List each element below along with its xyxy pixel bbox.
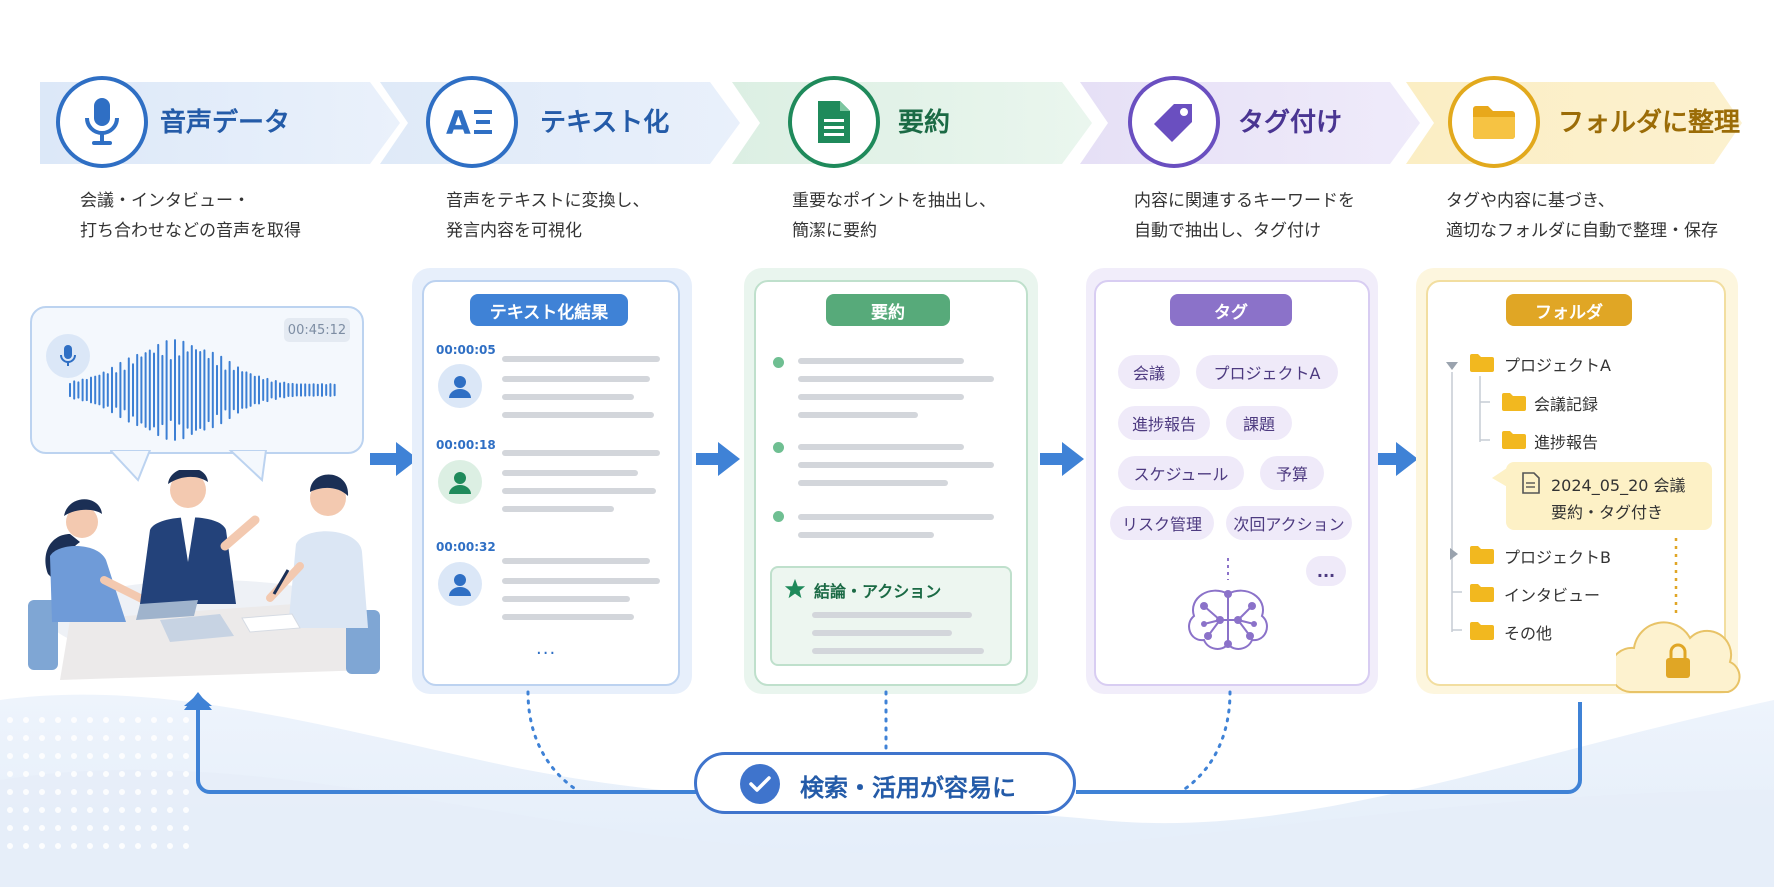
audio-waveform (69, 339, 336, 441)
folder-icon (1502, 393, 1526, 411)
folder-other[interactable]: その他 (1504, 624, 1553, 643)
file-card[interactable] (1506, 462, 1712, 530)
tag-chip[interactable]: 次回アクション (1226, 506, 1352, 540)
folders-header: フォルダ (1506, 294, 1632, 326)
step-5-description: タグや内容に基づき、適切なフォルダに自動で整理・保存 (1446, 191, 1718, 241)
star-icon (784, 578, 806, 599)
step-4-title: タグ付け (1238, 108, 1343, 138)
tag-chip[interactable]: 進捗報告 (1118, 406, 1210, 440)
tag-chip[interactable]: リスク管理 (1110, 506, 1214, 540)
svg-text:A: A (446, 104, 471, 142)
folder-project-b[interactable]: プロジェクトB (1504, 548, 1611, 567)
step-1-description: 会議・インタビュー・打ち合わせなどの音声を取得 (80, 191, 301, 241)
folder-icon (1470, 622, 1494, 640)
flow-arrow-4 (1374, 442, 1418, 476)
step-4-description: 内容に関連するキーワードを自動で抽出し、タグ付け (1134, 191, 1355, 241)
document-icon (1522, 472, 1540, 494)
flow-arrow-1 (370, 442, 418, 476)
file-name: 2024_05_20 会議 (1551, 476, 1686, 495)
meeting-illustration (28, 470, 380, 680)
folder-interview[interactable]: インタビュー (1504, 586, 1601, 605)
cloud-lock-icon (1616, 538, 1741, 693)
flow-arrow-2 (696, 442, 740, 476)
transcript-header: テキスト化結果 (470, 294, 628, 326)
folder-progress-report[interactable]: 進捗報告 (1534, 433, 1599, 452)
conclusion-label: 結論・アクション (814, 582, 942, 601)
bubble-tails (110, 450, 268, 482)
folder-icon (1470, 584, 1494, 602)
tag-more[interactable]: ... (1306, 556, 1346, 586)
file-meta: 要約・タグ付き (1551, 503, 1664, 522)
microphone-icon (56, 76, 148, 168)
folder-meeting-records[interactable]: 会議記録 (1534, 395, 1599, 414)
text-recognition-icon: A (426, 76, 518, 168)
folder-icon (1448, 76, 1540, 168)
flow-arrow-3 (1040, 442, 1084, 476)
feedback-arrow-head (184, 692, 212, 710)
step-1-title: 音声データ (160, 108, 291, 138)
search-utilization-label: 検索・活用が容易に (800, 774, 1016, 802)
folder-icon (1470, 546, 1494, 564)
brain-network-icon (1188, 558, 1268, 650)
summary-header: 要約 (826, 294, 950, 326)
transcript-time-3: 00:00:32 (436, 540, 496, 554)
step-5-title: フォルダに整理 (1558, 108, 1741, 138)
transcript-time-1: 00:00:05 (436, 343, 496, 357)
folder-icon (1470, 354, 1494, 372)
user-avatar-icon (438, 562, 482, 606)
microphone-icon[interactable] (46, 334, 90, 378)
tag-chip[interactable]: プロジェクトA (1196, 355, 1338, 389)
document-icon (788, 76, 880, 168)
user-avatar-icon (438, 364, 482, 408)
folder-icon (1502, 431, 1526, 449)
folder-tree-lines (1446, 362, 1490, 632)
tag-chip[interactable]: 課題 (1226, 406, 1292, 440)
step-2-title: テキスト化 (540, 108, 670, 138)
tag-chip[interactable]: 予算 (1260, 456, 1324, 490)
tags-header: タグ (1170, 294, 1292, 326)
tag-chip[interactable]: 会議 (1118, 355, 1180, 389)
step-3-title: 要約 (898, 108, 951, 138)
checkmark-icon (740, 764, 780, 804)
step-2-description: 音声をテキストに変換し、発言内容を可視化 (446, 191, 650, 241)
transcript-more[interactable]: ... (536, 638, 557, 659)
tag-chip[interactable]: スケジュール (1118, 456, 1244, 490)
tag-icon (1128, 76, 1220, 168)
folder-project-a[interactable]: プロジェクトA (1504, 356, 1611, 375)
recording-timestamp: 00:45:12 (284, 318, 350, 342)
transcript-time-2: 00:00:18 (436, 438, 496, 452)
user-avatar-icon (438, 460, 482, 504)
step-3-description: 重要なポイントを抽出し、簡潔に要約 (792, 191, 996, 241)
